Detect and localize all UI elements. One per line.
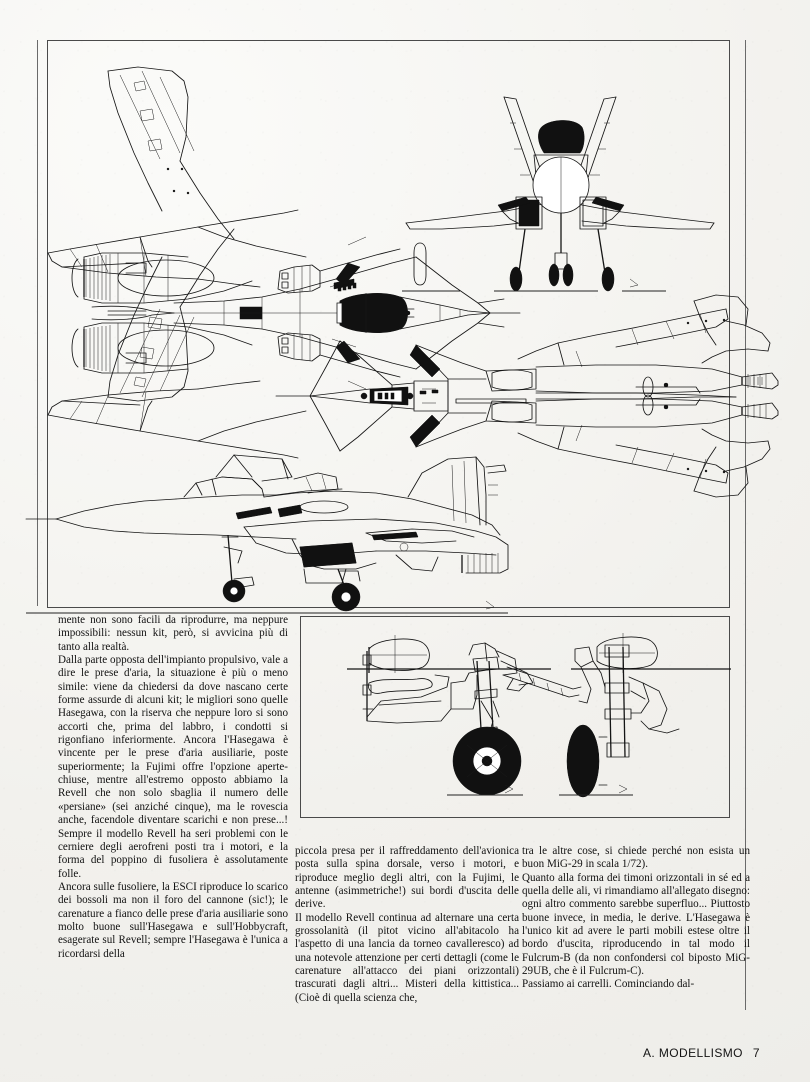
main-gear-side-view xyxy=(347,635,582,796)
mig-29-landing-gear-detail xyxy=(300,616,731,818)
drawing-frame-outer-rule xyxy=(37,40,38,606)
body-text-column-2: piccola presa per il raffreddamento dell… xyxy=(295,845,519,1004)
main-gear-front-view xyxy=(559,633,731,798)
publication-name: A. MODELLISMO xyxy=(643,1046,743,1060)
body-text-column-1: mente non sono facili da riprodurre, ma … xyxy=(58,614,288,960)
page-number: 7 xyxy=(752,1046,760,1060)
page-footer: A. MODELLISMO 7 xyxy=(560,1046,760,1060)
mig-29-three-view-drawing xyxy=(25,40,779,614)
top-plan-view xyxy=(47,66,521,459)
page-right-vertical-rule xyxy=(745,40,746,1010)
body-text-column-3: tra le altre cose, si chiede perché non … xyxy=(522,845,750,991)
side-profile-view xyxy=(25,454,509,614)
bottom-plan-view xyxy=(275,294,779,498)
front-view xyxy=(402,96,715,292)
